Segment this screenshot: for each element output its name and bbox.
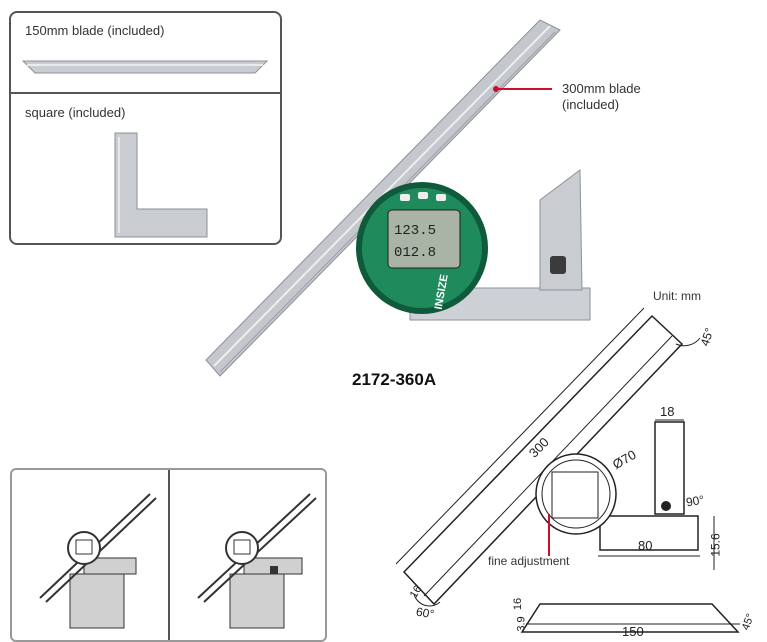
usage-diagrams [39, 493, 317, 629]
bottom-dim-3-9: 3.9 [515, 616, 528, 632]
dim-60: 60° [414, 604, 436, 622]
fine-adjustment-label: fine adjustment [488, 554, 570, 568]
bottom-dim-150: 150 [622, 624, 644, 639]
dim-15-6: 15.6 [708, 533, 723, 557]
square-image [111, 132, 211, 238]
unit-label: Unit: mm [653, 289, 701, 303]
protractor-photo: 123.5 012.8 INSIZE [180, 19, 620, 380]
svg-text:123.5: 123.5 [394, 223, 436, 239]
svg-text:012.8: 012.8 [394, 245, 436, 261]
usage-panel [10, 468, 327, 642]
model-number: 2172-360A [352, 370, 437, 389]
blade-300-callout-1: 300mm blade [562, 81, 641, 96]
dim-80: 80 [638, 538, 653, 553]
blade-300-callout-2: (included) [562, 97, 620, 112]
square-label: square (included) [25, 105, 126, 120]
dim-18: 18 [660, 404, 675, 419]
blade-150-image [19, 53, 271, 79]
bottom-dim-16: 16 [512, 597, 525, 611]
usage-divider [168, 470, 170, 640]
panel-divider [11, 92, 280, 94]
accessories-panel: 150mm blade (included) square (included) [9, 11, 282, 245]
blade-150-label: 150mm blade (included) [25, 23, 165, 38]
